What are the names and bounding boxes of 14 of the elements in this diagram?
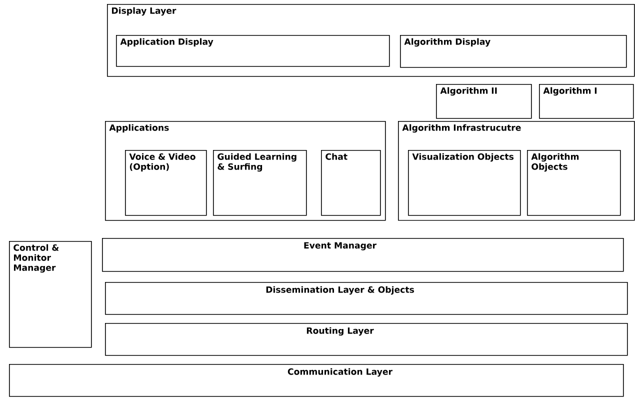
module-box: Algorithm II xyxy=(436,84,532,119)
module-box: Application Display xyxy=(116,35,390,67)
module-box: Algorithm I xyxy=(539,84,634,119)
module-box: Algorithm Objects xyxy=(527,150,621,216)
bar-box: Communication Layer xyxy=(9,364,624,397)
module-box: Algorithm Display xyxy=(400,35,627,68)
module-box: Visualization Objects xyxy=(408,150,521,216)
bar-box: Routing Layer xyxy=(105,323,628,356)
bar-box: Event Manager xyxy=(102,238,624,272)
module-box: Control & Monitor Manager xyxy=(9,241,92,348)
module-box: Guided Learning & Surfing xyxy=(213,150,307,216)
bar-box: Dissemination Layer & Objects xyxy=(105,282,628,315)
module-box: Voice & Video (Option) xyxy=(125,150,207,216)
module-box: Chat xyxy=(321,150,381,216)
